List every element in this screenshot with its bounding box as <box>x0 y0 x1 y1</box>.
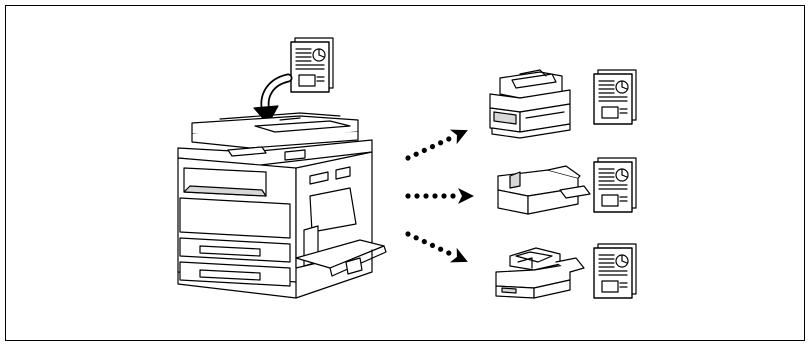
output-document-icon-2 <box>593 157 637 213</box>
copier-icon <box>177 112 387 299</box>
dotted-arrow-upper <box>401 122 472 167</box>
diagram-frame <box>5 5 805 341</box>
original-document-icon <box>290 37 334 93</box>
dotted-arrow-middle <box>404 187 475 205</box>
fax-machine-icon <box>489 69 571 139</box>
desktop-fax-printer-icon <box>495 247 585 299</box>
output-document-icon-1 <box>593 69 637 125</box>
output-document-icon-3 <box>593 243 637 299</box>
laser-printer-icon <box>497 165 591 215</box>
dotted-arrow-lower <box>401 225 472 270</box>
